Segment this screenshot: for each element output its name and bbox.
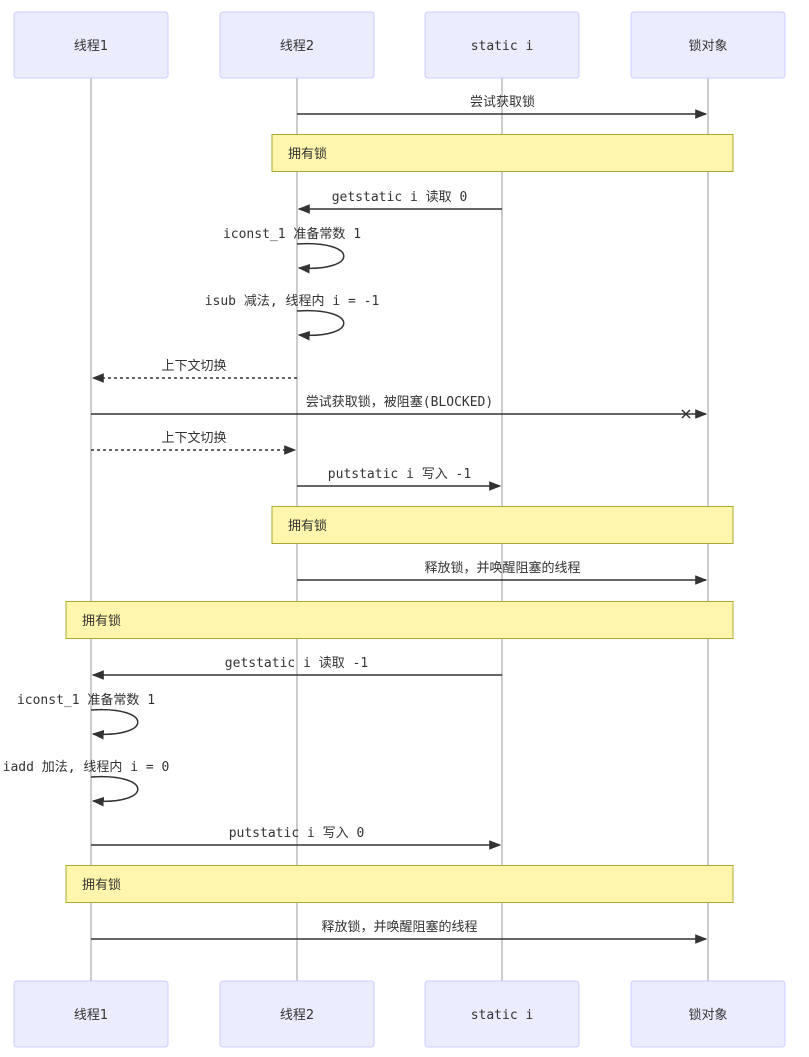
actor-t2-bottom: 线程2 [219, 980, 375, 1048]
actor-label: 线程2 [280, 39, 314, 54]
actor-si-bottom: static i [424, 980, 580, 1048]
message-label: 尝试获取锁，被阻塞(BLOCKED) [306, 394, 493, 410]
message-label: iconst_1 准备常数 1 [17, 692, 155, 708]
self-message-arrow [90, 775, 139, 807]
actor-label: 锁对象 [688, 38, 727, 54]
note-label: 拥有锁 [288, 146, 327, 162]
message-12: getstatic i 读取 -1 [91, 656, 502, 680]
self-3: iconst_1 准备常数 1 [223, 226, 361, 274]
message-8: putstatic i 写入 -1 [297, 467, 502, 491]
blocked-cross-icon [681, 409, 691, 419]
actor-label: 线程1 [74, 1008, 108, 1023]
message-label: 上下文切换 [161, 359, 226, 374]
message-label: getstatic i 读取 -1 [225, 656, 368, 671]
actor-box [13, 11, 169, 79]
message-label: 释放锁，并唤醒阻塞的线程 [321, 919, 477, 935]
actor-label: static i [471, 1008, 534, 1023]
message-6: 尝试获取锁，被阻塞(BLOCKED) [91, 394, 708, 419]
note-box [271, 134, 734, 172]
note-9: 拥有锁 [271, 506, 734, 544]
note-box [65, 601, 734, 639]
message-label: 上下文切换 [161, 431, 226, 446]
note-box [271, 506, 734, 544]
self-13: iconst_1 准备常数 1 [17, 692, 155, 740]
message-label: putstatic i 写入 -1 [328, 467, 471, 482]
note-1: 拥有锁 [271, 134, 734, 172]
message-17: 释放锁，并唤醒阻塞的线程 [91, 919, 708, 944]
note-label: 拥有锁 [288, 518, 327, 534]
note-11: 拥有锁 [65, 601, 734, 639]
message-label: iadd 加法, 线程内 i = 0 [3, 759, 170, 775]
message-5: 上下文切换 [91, 359, 297, 383]
actor-label: static i [471, 39, 534, 54]
message-2: getstatic i 读取 0 [297, 190, 502, 214]
message-label: 尝试获取锁 [470, 94, 535, 110]
note-label: 拥有锁 [82, 613, 121, 629]
self-14: iadd 加法, 线程内 i = 0 [3, 759, 170, 807]
actor-label: 线程1 [74, 39, 108, 54]
actor-t1-bottom: 线程1 [13, 980, 169, 1048]
actor-lk-bottom: 锁对象 [630, 980, 786, 1048]
actor-box [13, 980, 169, 1048]
message-label: putstatic i 写入 0 [229, 826, 365, 841]
actor-box [630, 980, 786, 1048]
actor-t2-top: 线程2 [219, 11, 375, 79]
actor-box [630, 11, 786, 79]
message-label: iconst_1 准备常数 1 [223, 226, 361, 242]
message-0: 尝试获取锁 [297, 94, 708, 119]
note-16: 拥有锁 [65, 865, 734, 903]
actor-box [424, 11, 580, 79]
message-label: 释放锁，并唤醒阻塞的线程 [424, 560, 580, 576]
actor-label: 线程2 [280, 1008, 314, 1023]
note-box [65, 865, 734, 903]
actor-box [219, 980, 375, 1048]
actor-label: 锁对象 [688, 1007, 727, 1023]
message-7: 上下文切换 [91, 431, 297, 455]
message-label: getstatic i 读取 0 [332, 190, 468, 205]
self-4: isub 减法, 线程内 i = -1 [205, 293, 380, 341]
message-10: 释放锁，并唤醒阻塞的线程 [297, 560, 708, 585]
self-message-arrow [90, 708, 139, 740]
self-message-arrow [296, 309, 345, 341]
actor-lk-top: 锁对象 [630, 11, 786, 79]
message-label: isub 减法, 线程内 i = -1 [205, 293, 380, 309]
actor-box [424, 980, 580, 1048]
actor-si-top: static i [424, 11, 580, 79]
self-message-arrow [296, 242, 345, 274]
message-15: putstatic i 写入 0 [91, 826, 502, 850]
actor-box [219, 11, 375, 79]
messages: 尝试获取锁 getstatic i 读取 0 iconst_1 准备常数 1 isub… [3, 94, 708, 944]
note-label: 拥有锁 [82, 877, 121, 893]
actor-t1-top: 线程1 [13, 11, 169, 79]
